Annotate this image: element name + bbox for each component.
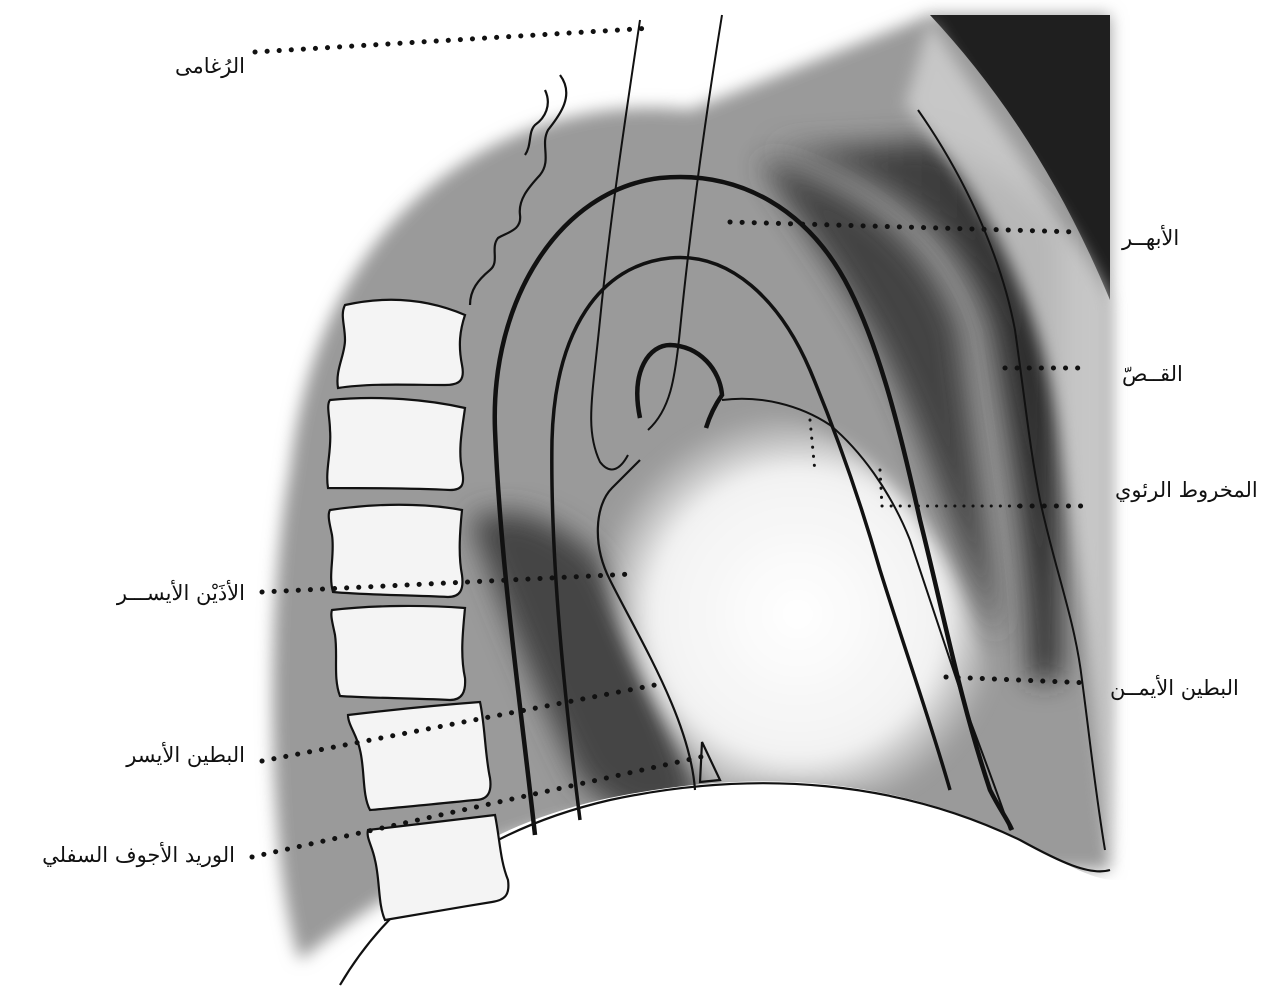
vertebra: [331, 606, 465, 700]
label-sternum: القــصّ: [1122, 364, 1183, 385]
label-aorta: الأبهــر: [1122, 228, 1179, 249]
label-pulmonary-cone: المخروط الرئوي: [1115, 480, 1258, 501]
vertebra: [327, 398, 465, 490]
label-inferior-vena-cava: الوريد الأجوف السفلي: [42, 845, 235, 866]
vertebra: [337, 300, 465, 388]
leader-trachea: [255, 28, 652, 52]
label-left-ventricle: البطين الأيسر: [126, 745, 245, 766]
vertebra: [348, 702, 490, 810]
label-trachea: الرُغامى: [175, 56, 245, 77]
label-right-ventricle: البطين الأيمــن: [1110, 678, 1239, 699]
label-left-atrium: الأذَيْن الأيســـر: [117, 583, 245, 604]
